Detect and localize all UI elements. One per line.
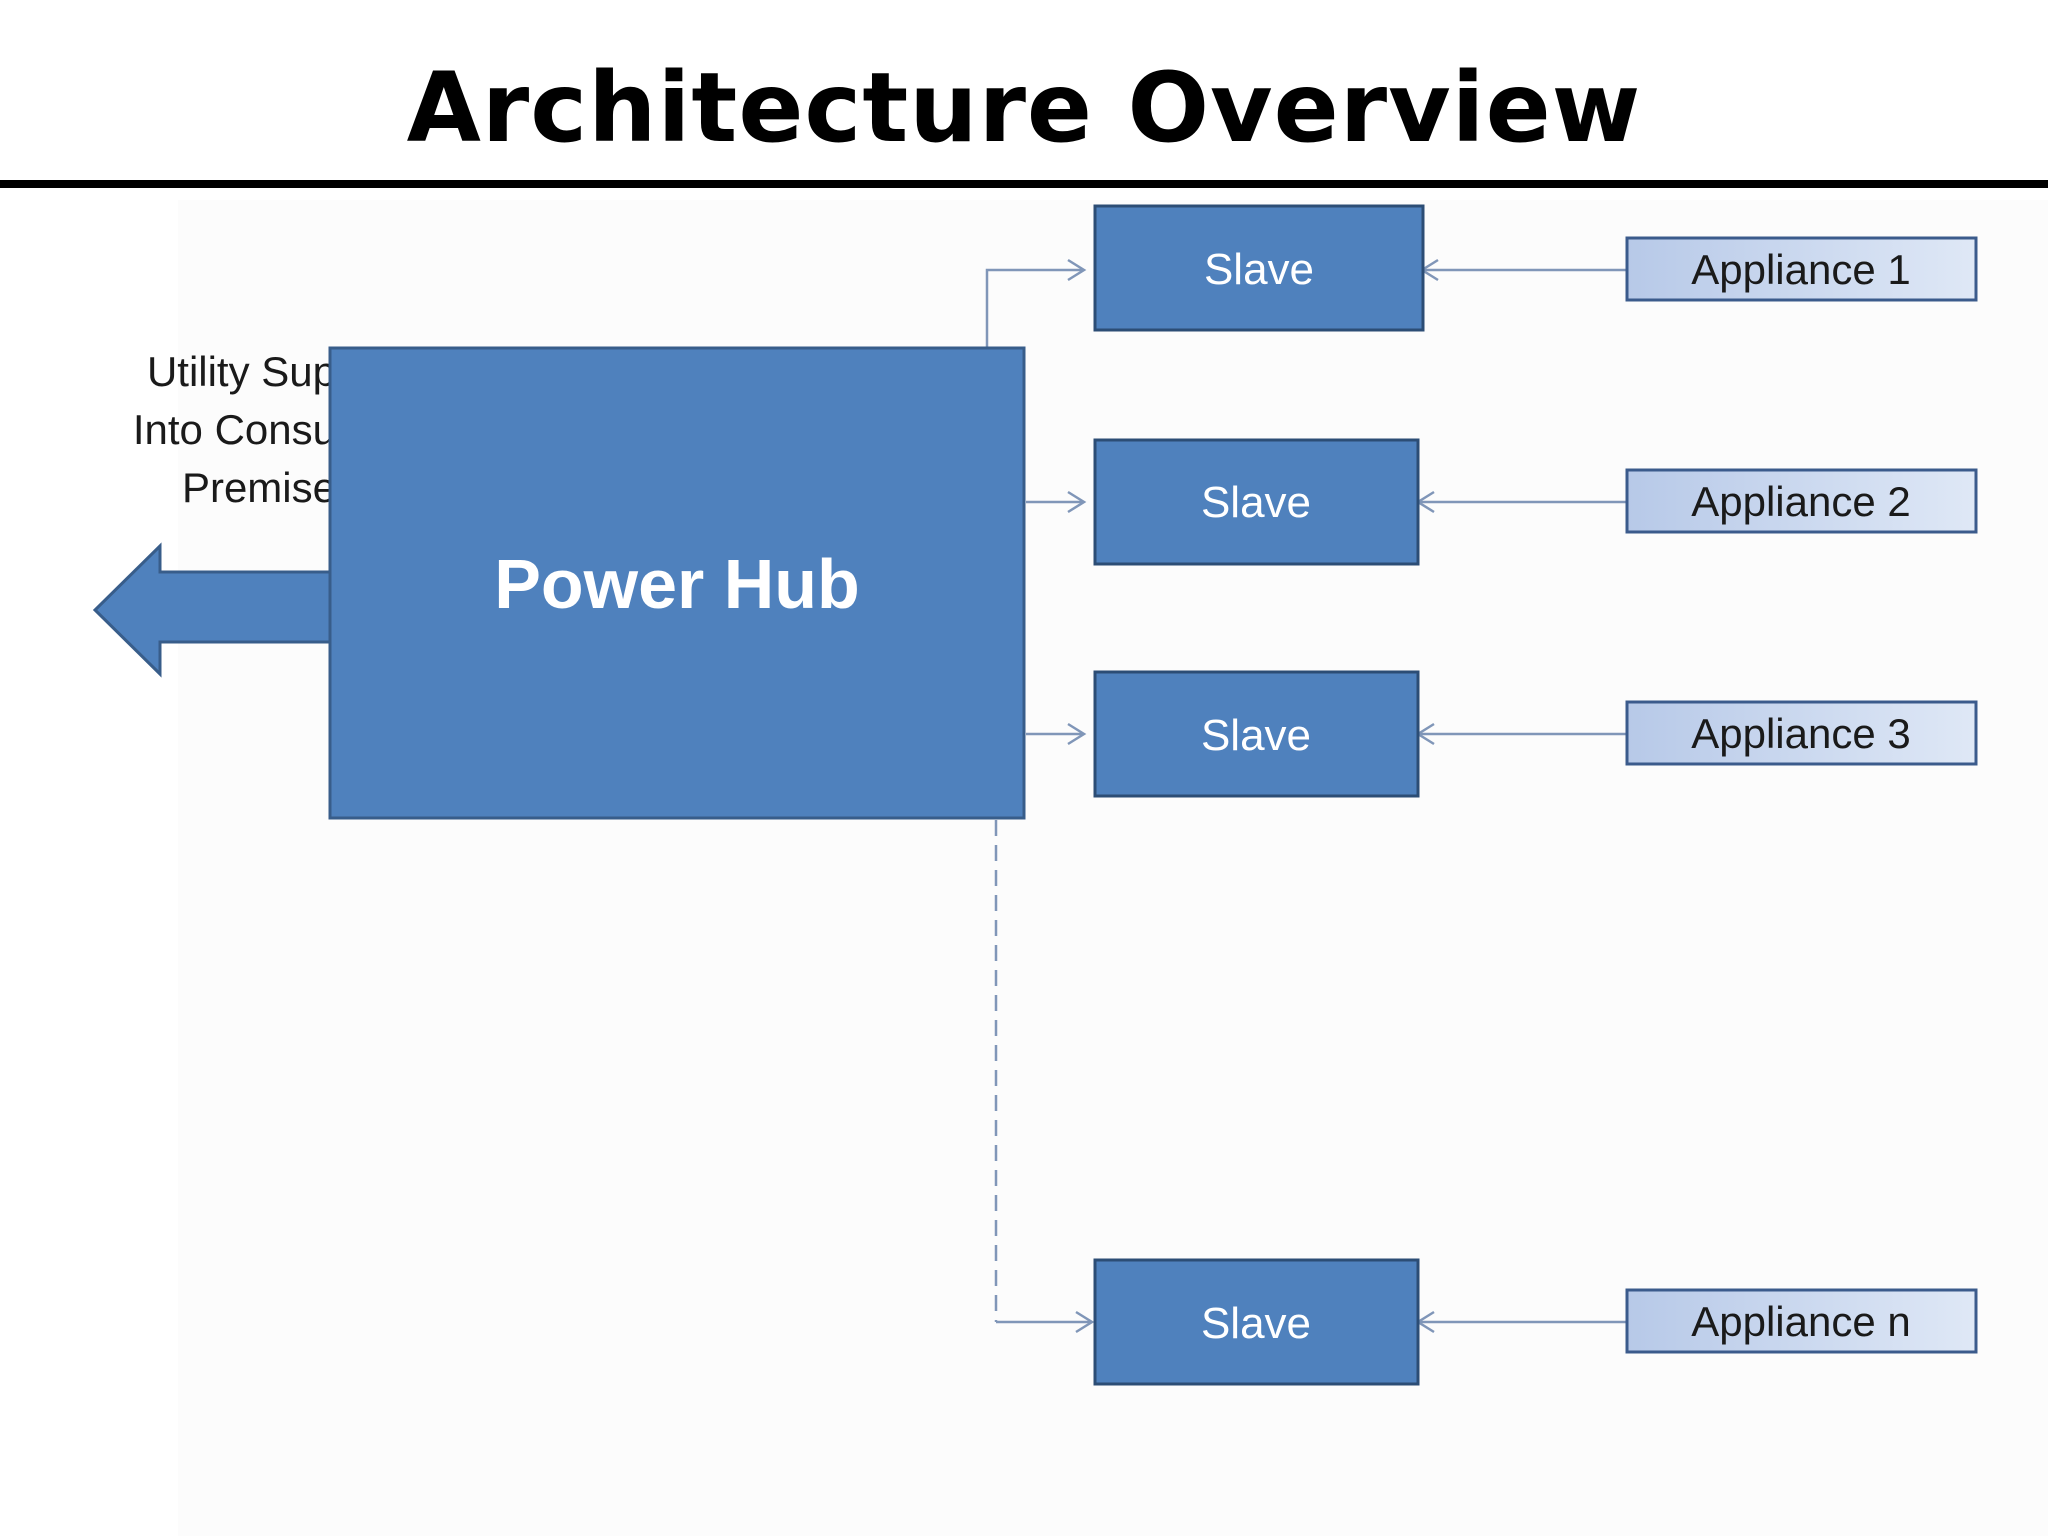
hub-connectors: [985, 258, 1095, 1334]
slave-node-2: Slave: [1093, 438, 1420, 566]
appliance-node-3: Appliance 3: [1625, 700, 1978, 766]
supply-label-line-2: Into Consu: [133, 406, 336, 453]
appliance-label: Appliance 2: [1691, 478, 1911, 525]
appliance-label: Appliance 1: [1691, 246, 1911, 293]
slave-box: [1093, 204, 1425, 332]
supply-arrow: [92, 542, 338, 678]
slave-box: [1093, 1258, 1420, 1386]
appliance-node-n: Appliance n: [1625, 1288, 1978, 1354]
arrowhead-slave-2: [1067, 490, 1087, 514]
power-hub-label: Power Hub: [494, 545, 860, 623]
appliance-connectors: [1415, 258, 1628, 1334]
slave-box: [1093, 438, 1420, 566]
slave-node-n: Slave: [1093, 1258, 1420, 1386]
appliance-node-2: Appliance 2: [1625, 468, 1978, 534]
slave-node-3: Slave: [1093, 670, 1420, 798]
slave-label: Slave: [1204, 245, 1314, 294]
slave-node-1: Slave: [1093, 204, 1425, 332]
appliance-label: Appliance n: [1691, 1298, 1911, 1345]
slave-box: [1093, 670, 1420, 798]
supply-label-line-1: Utility Sup: [147, 348, 336, 395]
title-divider: [0, 180, 2048, 188]
arrowhead-slave-3: [1067, 722, 1087, 746]
appliance-box: [1625, 236, 1978, 302]
power-hub-node: Power Hub: [328, 346, 1026, 820]
slave-label: Slave: [1201, 711, 1311, 760]
appliance-box: [1625, 1288, 1978, 1354]
appliance-node-1: Appliance 1: [1625, 236, 1978, 302]
slave-label: Slave: [1201, 1299, 1311, 1348]
supply-label-line-3: Premise: [182, 464, 336, 511]
appliance-box: [1625, 468, 1978, 534]
arrowhead-slave-1: [1067, 258, 1087, 282]
connector-hub-slave-1: [985, 268, 1082, 348]
appliance-label: Appliance 3: [1691, 710, 1911, 757]
slave-label: Slave: [1201, 478, 1311, 527]
power-hub-box: [328, 346, 1026, 820]
arrowhead-slave-n: [1075, 1310, 1095, 1334]
appliance-box: [1625, 700, 1978, 766]
page-title: Architecture Overview: [406, 52, 1642, 164]
